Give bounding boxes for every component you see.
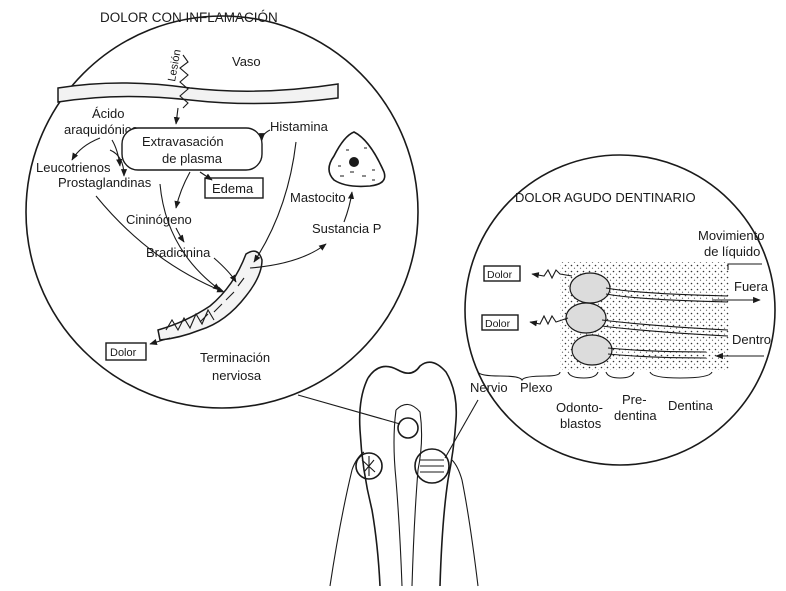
- tooth-outline-right: [368, 362, 456, 586]
- tooth-outline-left: [360, 378, 380, 586]
- sustancia-p-label: Sustancia P: [312, 221, 381, 236]
- dolor-label-right-top: Dolor: [487, 269, 513, 281]
- dentin-lens-detail: [420, 460, 444, 472]
- leucotrienos-label: Leucotrienos: [36, 160, 111, 175]
- odonto-label-1: Odonto-: [556, 400, 603, 415]
- pulp-canal-left: [394, 410, 402, 586]
- bradicinina-label: Bradicinina: [146, 245, 211, 260]
- dentina-label: Dentina: [668, 398, 714, 413]
- movimiento-label-2: de líquido: [704, 244, 760, 259]
- movimiento-label-1: Movimiento: [698, 228, 764, 243]
- tooth-illustration: [298, 362, 478, 586]
- dolor-label-left: Dolor: [110, 347, 137, 359]
- dolor-label-right-bottom: Dolor: [485, 318, 511, 330]
- plexo-label: Plexo: [520, 380, 553, 395]
- inflammation-panel: DOLOR CON INFLAMACIÓN Vaso Lesión Ácido …: [26, 10, 418, 408]
- mastocito-label: Mastocito: [290, 190, 346, 205]
- terminacion-label-1: Terminación: [200, 350, 270, 365]
- cininogeno-label: Cininógeno: [126, 212, 192, 227]
- extrav-label-1: Extravasación: [142, 134, 224, 149]
- dentro-label: Dentro: [732, 332, 771, 347]
- extrav-label-2: de plasma: [162, 151, 223, 166]
- vaso-label: Vaso: [232, 54, 261, 69]
- connector-right-circle: [445, 400, 478, 458]
- edema-label: Edema: [212, 181, 254, 196]
- pre-label-2: dentina: [614, 408, 657, 423]
- inflammation-title: DOLOR CON INFLAMACIÓN: [100, 10, 278, 25]
- prostaglandinas-label: Prostaglandinas: [58, 175, 152, 190]
- dentin-pain-title: DOLOR AGUDO DENTINARIO: [515, 190, 696, 205]
- mastocyte-nucleus: [349, 157, 359, 167]
- gum-left: [330, 452, 364, 586]
- fuera-label: Fuera: [734, 279, 769, 294]
- histamina-label: Histamina: [270, 119, 329, 134]
- odonto-label-2: blastos: [560, 416, 602, 431]
- gum-right: [452, 460, 478, 586]
- nervio-label: Nervio: [470, 380, 508, 395]
- connector-left-circle: [298, 395, 400, 424]
- terminacion-label-2: nerviosa: [212, 368, 262, 383]
- odontoblast-cells: [566, 273, 612, 365]
- pre-label-1: Pre-: [622, 392, 647, 407]
- dentin-pain-panel: DOLOR AGUDO DENTINARIO Movimiento de líq…: [465, 155, 775, 465]
- pulp-lens-small: [398, 418, 418, 438]
- acido-label-1: Ácido: [92, 106, 125, 121]
